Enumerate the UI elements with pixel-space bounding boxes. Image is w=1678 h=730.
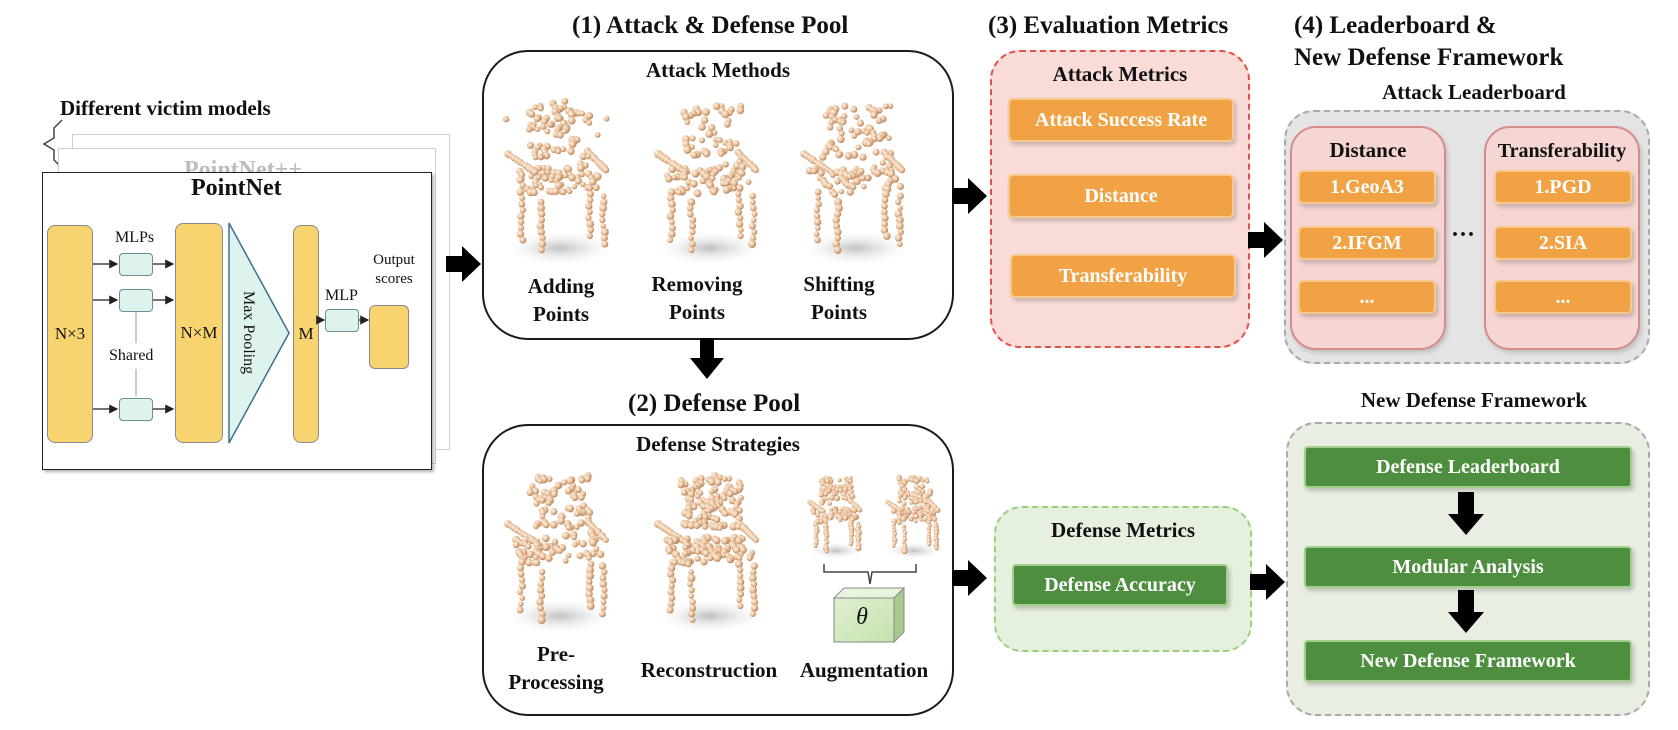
- defense-strategies-box: Defense Strategies Pre-Processing Recons…: [482, 424, 954, 716]
- framework-step-defense-leaderboard: Defense Leaderboard: [1304, 446, 1632, 488]
- chair-adding-points-image: [502, 97, 618, 266]
- attack-method-adding: Adding Points: [527, 274, 595, 326]
- leaderboard-title-line1: (4) Leaderboard &: [1294, 12, 1497, 39]
- arrow-attack-to-defense: [690, 338, 724, 379]
- stack-brace: [42, 119, 63, 169]
- leaderboard-ellipsis: ···: [1450, 222, 1475, 248]
- attack-methods-title: Attack Methods: [645, 58, 791, 82]
- distance-rank-1: 1.GeoA3: [1298, 170, 1436, 204]
- max-pooling-label: Max Pooling: [240, 291, 257, 375]
- attack-leaderboard-title: Attack Leaderboard: [1382, 80, 1566, 104]
- transferability-leaderboard-title: Transferability: [1497, 140, 1627, 162]
- theta-symbol: θ: [856, 604, 868, 630]
- mlp-block-2: [119, 289, 153, 312]
- theta-cube: [832, 586, 906, 644]
- attack-defense-pool-title: (1) Attack & Defense Pool: [572, 12, 849, 39]
- input-bar: N×3: [47, 225, 93, 443]
- mlp-label: MLP: [325, 287, 358, 304]
- transferability-rank-more: ...: [1494, 280, 1632, 314]
- augmentation-brace: [823, 564, 917, 585]
- output-bar: [369, 305, 409, 369]
- metric-distance: Distance: [1008, 174, 1234, 218]
- chair-augmentation-image-2: [884, 474, 944, 560]
- attack-method-shifting: Shifting Points: [803, 272, 875, 324]
- defense-metrics-title: Defense Metrics: [1050, 518, 1195, 542]
- new-defense-framework-title: New Defense Framework: [1360, 388, 1588, 412]
- arrow-step-2-to-3: [1448, 590, 1484, 633]
- transferability-rank-1: 1.PGD: [1494, 170, 1632, 204]
- chair-reconstruction-image: [652, 472, 768, 634]
- defense-strategy-augmentation: Augmentation: [799, 658, 929, 682]
- arrow-defense-to-metrics: [952, 560, 987, 596]
- transferability-rank-2: 2.SIA: [1494, 226, 1632, 260]
- defense-strategies-title: Defense Strategies: [636, 432, 800, 456]
- attack-methods-box: Attack Methods Adding Points Removing Po…: [482, 50, 954, 340]
- mlp-block-4: [325, 309, 359, 332]
- model-name: PointNet: [191, 175, 282, 201]
- pointnet-card: PointNet N×3 MLPs Shared N×M Max Pooling…: [42, 172, 432, 470]
- chair-removing-points-image: [652, 102, 768, 266]
- arrow-defense-metrics-to-framework: [1250, 564, 1285, 600]
- feature-bar: N×M: [175, 223, 223, 443]
- arrow-victim-to-pool: [446, 246, 481, 282]
- distance-leaderboard-title: Distance: [1329, 138, 1407, 162]
- metric-attack-success-rate: Attack Success Rate: [1008, 98, 1234, 142]
- pointnet-connectors: [93, 259, 370, 414]
- framework-step-modular-analysis: Modular Analysis: [1304, 546, 1632, 588]
- output-label: Output scores: [373, 252, 415, 287]
- arrow-attack-to-metrics: [952, 178, 987, 214]
- arrow-step-1-to-2: [1448, 492, 1484, 535]
- metric-transferability: Transferability: [1010, 254, 1236, 298]
- attack-method-removing: Removing Points: [651, 272, 743, 324]
- distance-rank-more: ...: [1298, 280, 1436, 314]
- defense-pool-title: (2) Defense Pool: [628, 390, 801, 417]
- mlp-block-3: [119, 398, 153, 421]
- mlp-block-1: [119, 253, 153, 276]
- max-pooling-triangle: [228, 222, 290, 444]
- victim-models-caption: Different victim models: [60, 96, 271, 120]
- arrow-attack-metrics-to-leaderboard: [1248, 222, 1283, 258]
- distance-rank-2: 2.IFGM: [1298, 226, 1436, 260]
- defense-strategy-reconstruction: Reconstruction: [640, 658, 778, 682]
- global-feature-bar: M: [293, 225, 319, 443]
- framework-step-new-defense-framework: New Defense Framework: [1304, 640, 1632, 682]
- evaluation-metrics-title: (3) Evaluation Metrics: [988, 12, 1229, 39]
- chair-preprocessing-image: [502, 472, 618, 634]
- chair-shifting-points-image: [798, 102, 914, 266]
- shared-label: Shared: [109, 347, 154, 364]
- defense-strategy-preprocessing: Pre-Processing: [508, 642, 604, 694]
- chair-augmentation-image-1: [806, 475, 866, 560]
- attack-metrics-title: Attack Metrics: [1052, 62, 1188, 86]
- leaderboard-title-line2: New Defense Framework: [1294, 44, 1564, 71]
- metric-defense-accuracy: Defense Accuracy: [1012, 564, 1228, 606]
- mlps-label: MLPs: [115, 229, 155, 246]
